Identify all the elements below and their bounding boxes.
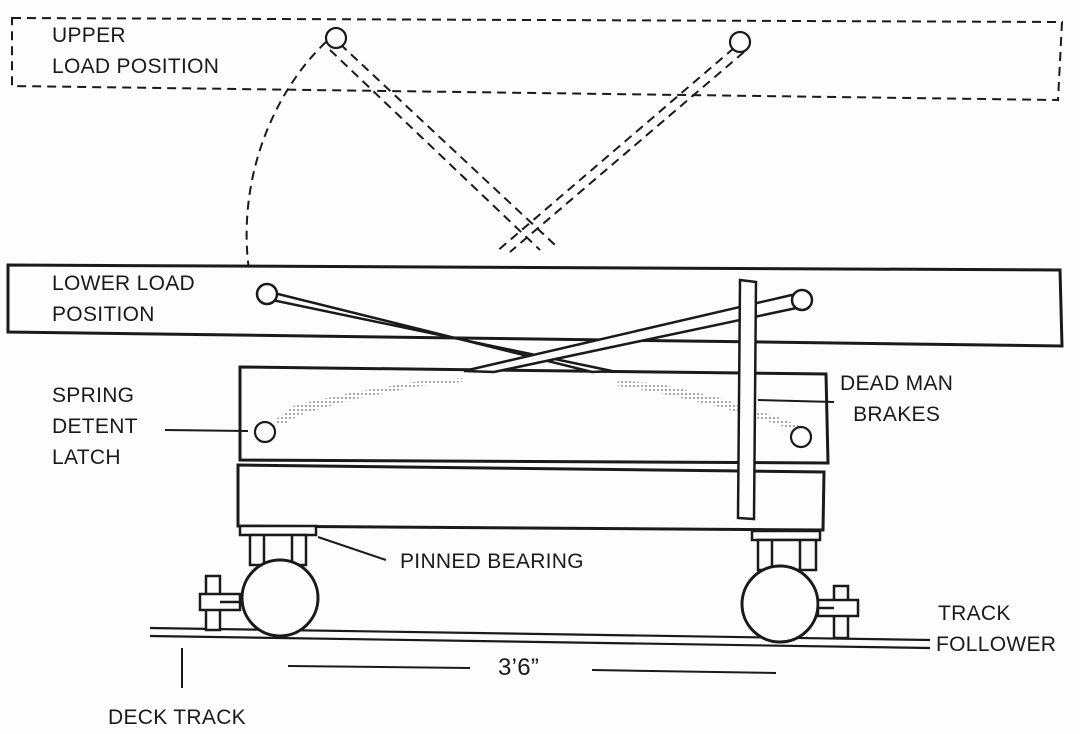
label-lower-load-position-line2: POSITION: [52, 303, 155, 326]
label-track-follower-line2: FOLLOWER: [936, 633, 1057, 656]
label-lower-load-position: LOWER LOAD POSITION: [52, 268, 195, 330]
detent-track-right-stipple: [618, 380, 800, 431]
detent-track-left-stipple: [275, 378, 462, 426]
leader-pinned-bearing: [317, 536, 387, 561]
label-spring-detent-latch: SPRING DETENT LATCH: [52, 380, 138, 473]
label-pinned-bearing: PINNED BEARING: [400, 550, 584, 573]
upper-pivot-right: [728, 30, 752, 54]
label-spring-line3: LATCH: [52, 446, 121, 469]
label-track-follower-line1: TRACK: [938, 602, 1011, 625]
label-dead-man-brakes: DEAD MAN BRAKES: [840, 368, 953, 430]
lower-carriage-box: [236, 463, 826, 532]
upper-scissor-arm-right: [495, 47, 745, 253]
label-dimension: 3’6”: [494, 652, 544, 683]
wheel-right: [740, 564, 820, 644]
track-follower-right: [816, 584, 860, 640]
dimension-line: [287, 665, 777, 674]
dead-man-brake-lever: [736, 278, 758, 521]
label-spring-line1: SPRING: [52, 384, 135, 407]
label-upper-load-position-line2: LOAD POSITION: [52, 55, 220, 78]
right-carriage-pin: [789, 425, 813, 449]
upper-pivot-left: [324, 26, 348, 50]
swing-arc: [245, 41, 327, 289]
label-dead-man-line1: DEAD MAN: [840, 372, 954, 395]
track-follower-left: [198, 574, 242, 632]
lower-pivot-left: [255, 282, 279, 306]
upper-scissor-arm-left: [329, 43, 556, 251]
pinned-bearing-right: [750, 529, 822, 572]
upper-load-platform-outline: [11, 16, 1064, 102]
label-lower-load-position-line1: LOWER LOAD: [52, 272, 196, 295]
label-upper-load-position: UPPER LOAD POSITION: [52, 20, 219, 82]
spring-detent-latch-pin: [253, 420, 277, 444]
leader-dead-man-brakes: [757, 399, 835, 403]
lower-pivot-right: [790, 288, 814, 312]
label-track-follower: TRACK FOLLOWER: [936, 598, 1056, 660]
label-deck-track: DECK TRACK: [108, 706, 246, 729]
label-dead-man-line2: BRAKES: [853, 403, 941, 426]
leader-spring-detent-latch: [164, 429, 249, 432]
label-spring-line2: DETENT: [52, 415, 138, 438]
wheel-left: [240, 558, 320, 638]
label-upper-load-position-line1: UPPER: [52, 24, 126, 47]
